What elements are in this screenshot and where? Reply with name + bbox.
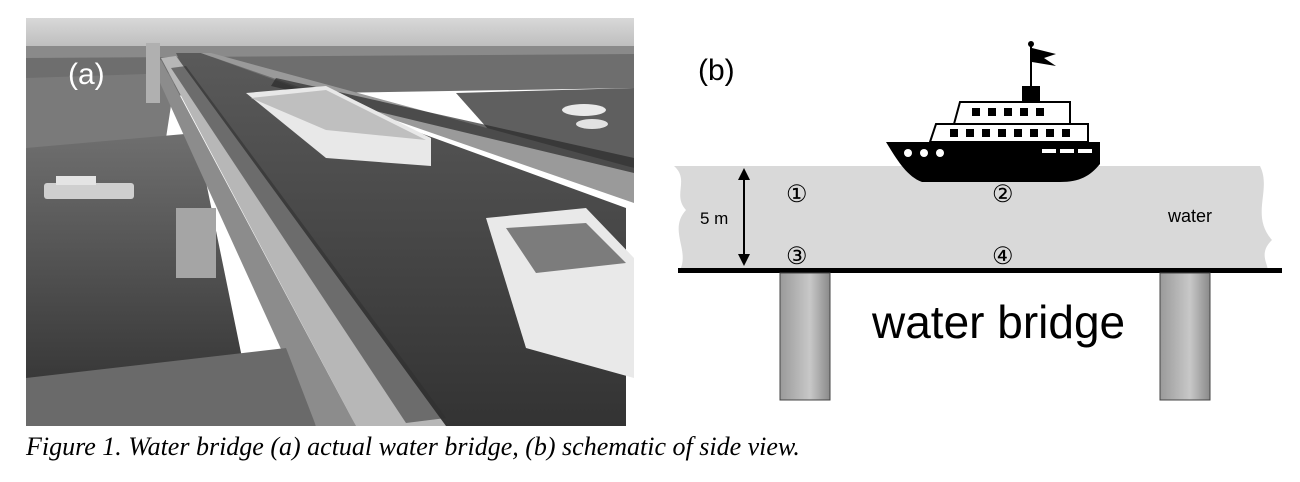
bridge-label: water bridge bbox=[871, 296, 1125, 348]
water-label: water bbox=[1167, 206, 1212, 226]
bridge-wall bbox=[151, 60, 356, 426]
tower bbox=[146, 43, 160, 103]
crowd-right bbox=[271, 78, 634, 173]
side-view-schematic: (b) 5 m ① ② ③ ④ water water bridge bbox=[674, 41, 1282, 401]
figure-caption: Figure 1. Water bridge (a) actual water … bbox=[26, 432, 800, 461]
pillar bbox=[176, 208, 216, 278]
crowd-walkway bbox=[171, 66, 446, 423]
river bbox=[26, 133, 256, 426]
point-1: ① bbox=[786, 181, 808, 208]
canal-water bbox=[176, 53, 626, 426]
small-boat bbox=[44, 183, 134, 199]
riverbank bbox=[26, 348, 316, 426]
small-boat-right bbox=[562, 104, 606, 116]
water-body bbox=[674, 166, 1272, 270]
depth-label: 5 m bbox=[700, 209, 728, 228]
point-3: ③ bbox=[786, 243, 808, 270]
point-4: ④ bbox=[992, 243, 1014, 270]
panel-a-label: (a) bbox=[68, 58, 105, 91]
point-2: ② bbox=[992, 181, 1014, 208]
left-pillar bbox=[779, 272, 831, 401]
panel-b-label: (b) bbox=[698, 54, 735, 87]
left-field bbox=[26, 73, 176, 153]
bridge-deck bbox=[678, 268, 1282, 273]
sky bbox=[26, 18, 634, 48]
depth-arrow bbox=[738, 168, 750, 266]
right-pillar bbox=[1159, 272, 1211, 401]
ship-icon bbox=[886, 41, 1100, 182]
water-bridge-photo: (a) bbox=[26, 18, 634, 426]
